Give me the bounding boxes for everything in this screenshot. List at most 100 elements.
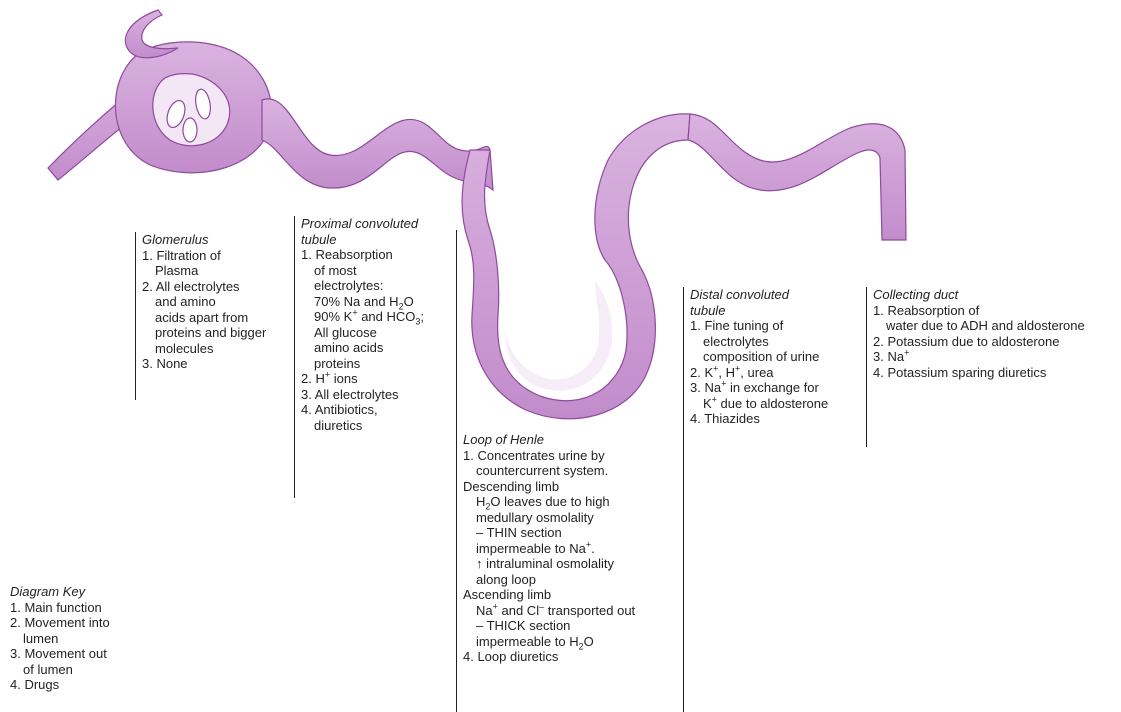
pct-na-sub: 2 [398,301,404,312]
key-line: 4. Drugs [10,677,60,692]
pct-block: Proximal convoluted tubule 1. Reabsorpti… [294,216,424,498]
pct-line: proteins [314,355,361,371]
glomerulus-line: and amino [155,294,216,309]
dct-title: tubule [690,302,726,318]
loop-nacl-mid: and Cl [497,602,540,618]
dct-kald-prefix: K [703,395,712,411]
dct-ions-p2: , H [718,364,736,380]
pct-line: 3. All electrolytes [301,386,399,402]
dct-line: 4. Thiazides [690,411,760,426]
loop-line: along loop [476,571,536,587]
dct-kald-suffix: due to aldosterone [716,395,829,411]
key-line: lumen [23,630,59,646]
loop-line: Descending limb [463,478,560,494]
loop-line: 4. Loop diuretics [463,649,559,664]
glomerulus-title: Glomerulus [142,232,209,247]
dct-naex-line: 3. Na+ in exchange for [690,378,828,396]
dct-ions-s1: + [713,363,719,374]
cd-line: water due to ADH and aldosterone [886,318,1085,333]
key-line: 2. Movement into [10,615,110,630]
loop-h2o-suffix: O leaves due to high [490,494,610,509]
loop-line: countercurrent system. [476,463,609,478]
loop-nacl-sup2: – [539,601,545,612]
dct-line: composition of urine [703,349,820,364]
loop-h2o-prefix: H [476,494,486,509]
dct-naex-suffix: in exchange for [726,380,819,395]
pct-line: of most [314,262,357,278]
dct-ions-p1: 2. K [690,364,714,380]
loop-impna-line: impermeable to Na+. [463,539,635,557]
pct-line: diuretics [314,417,363,433]
glomerulus-line: molecules [155,340,214,356]
loop-h2o-sub: 2 [485,501,491,512]
dct-ions-p3: , urea [740,364,774,380]
dct-ions-s2: + [735,363,741,374]
glomerulus-line: acids apart from [155,309,249,325]
pct-h-line: 2. H+ ions [301,369,424,387]
loop-imph2o-prefix: impermeable to H [476,633,579,649]
cd-line: 1. Reabsorption of [873,302,980,318]
pct-h-sup: + [324,369,331,380]
pct-line: amino acids [314,340,384,355]
cd-title: Collecting duct [873,287,959,302]
pct-title: Proximal convoluted [301,216,419,231]
loop-title: Loop of Henle [463,432,544,447]
pct-line: All glucose [314,324,377,340]
dct-line: electrolytes [703,333,769,349]
dct-naex-prefix: 3. Na [690,380,722,395]
key-title: Diagram Key [10,584,86,599]
pct-k-prefix: 90% K [314,309,353,324]
cd-block: Collecting duct 1. Reabsorption of water… [866,287,1085,447]
pct-line: 1. Reabsorption [301,247,393,262]
cd-line: 2. Potassium due to aldosterone [873,333,1060,349]
loop-h2o-line: H2O leaves due to high [463,494,635,512]
glomerulus-line: Plasma [155,263,199,278]
proximal-tubule [261,98,494,192]
pct-line: 4. Antibiotics, [301,402,378,417]
pct-na-suffix: O [403,293,414,309]
dct-ions-line: 2. K+, H+, urea [690,363,828,381]
loop-nacl-line: Na+ and Cl– transported out [463,601,635,619]
glomerulus-curl [124,9,179,59]
pct-na-line: 70% Na and H2O [301,293,424,312]
pct-line: electrolytes: [314,278,384,293]
glomerulus-line: 1. Filtration of [142,247,221,263]
key-line: 1. Main function [10,599,102,615]
dct-kald-sup: + [711,394,717,405]
pct-na-prefix: 70% Na and H [314,293,399,309]
loop-imph2o-suffix: O [583,633,594,649]
cd-line: 4. Potassium sparing diuretics [873,364,1047,380]
loop-imph2o-line: impermeable to H2O [463,633,635,651]
pct-k-line: 90% K+ and HCO3; [301,308,425,326]
pct-k-suffix: ; [420,309,425,324]
loop-impna-sup: + [585,539,592,550]
capillary-loop [182,117,198,143]
dct-kald-line: K+ due to aldosterone [690,394,829,412]
glomerulus-line: 2. All electrolytes [142,278,240,294]
pct-title: tubule [301,231,337,247]
loop-line: ↑ intraluminal osmolality [476,556,614,571]
loop-inner-highlight [505,280,613,391]
capillary-loop [166,99,186,129]
capillary-loop [195,88,211,120]
dct-block: Distal convoluted tubule 1. Fine tuning … [683,287,828,712]
pct-h-prefix: 2. H [301,371,325,386]
key-line: 3. Movement out [10,646,107,661]
distal-tubule [687,113,907,241]
dct-naex-sup: + [721,378,727,389]
loop-line: – THIN section [476,525,562,540]
diagram-key: Diagram Key 1. Main function 2. Movement… [4,584,110,693]
loop-nacl-prefix: Na [476,602,493,618]
loop-nacl-sup: + [492,601,498,612]
pct-h-suffix: ions [330,371,358,386]
loop-line: medullary osmolality [476,509,594,525]
loop-line: 1. Concentrates urine by [463,447,605,463]
loop-block: Loop of Henle 1. Concentrates urine by c… [456,230,635,712]
loop-line: Ascending limb [463,587,552,602]
glomerulus-block: Glomerulus 1. Filtration of Plasma 2. Al… [135,232,266,400]
pct-k-mid: and HCO [357,309,416,324]
dct-line: 1. Fine tuning of [690,318,784,333]
loop-line: – THICK section [476,618,571,633]
loop-impna-suffix: . [591,540,595,556]
